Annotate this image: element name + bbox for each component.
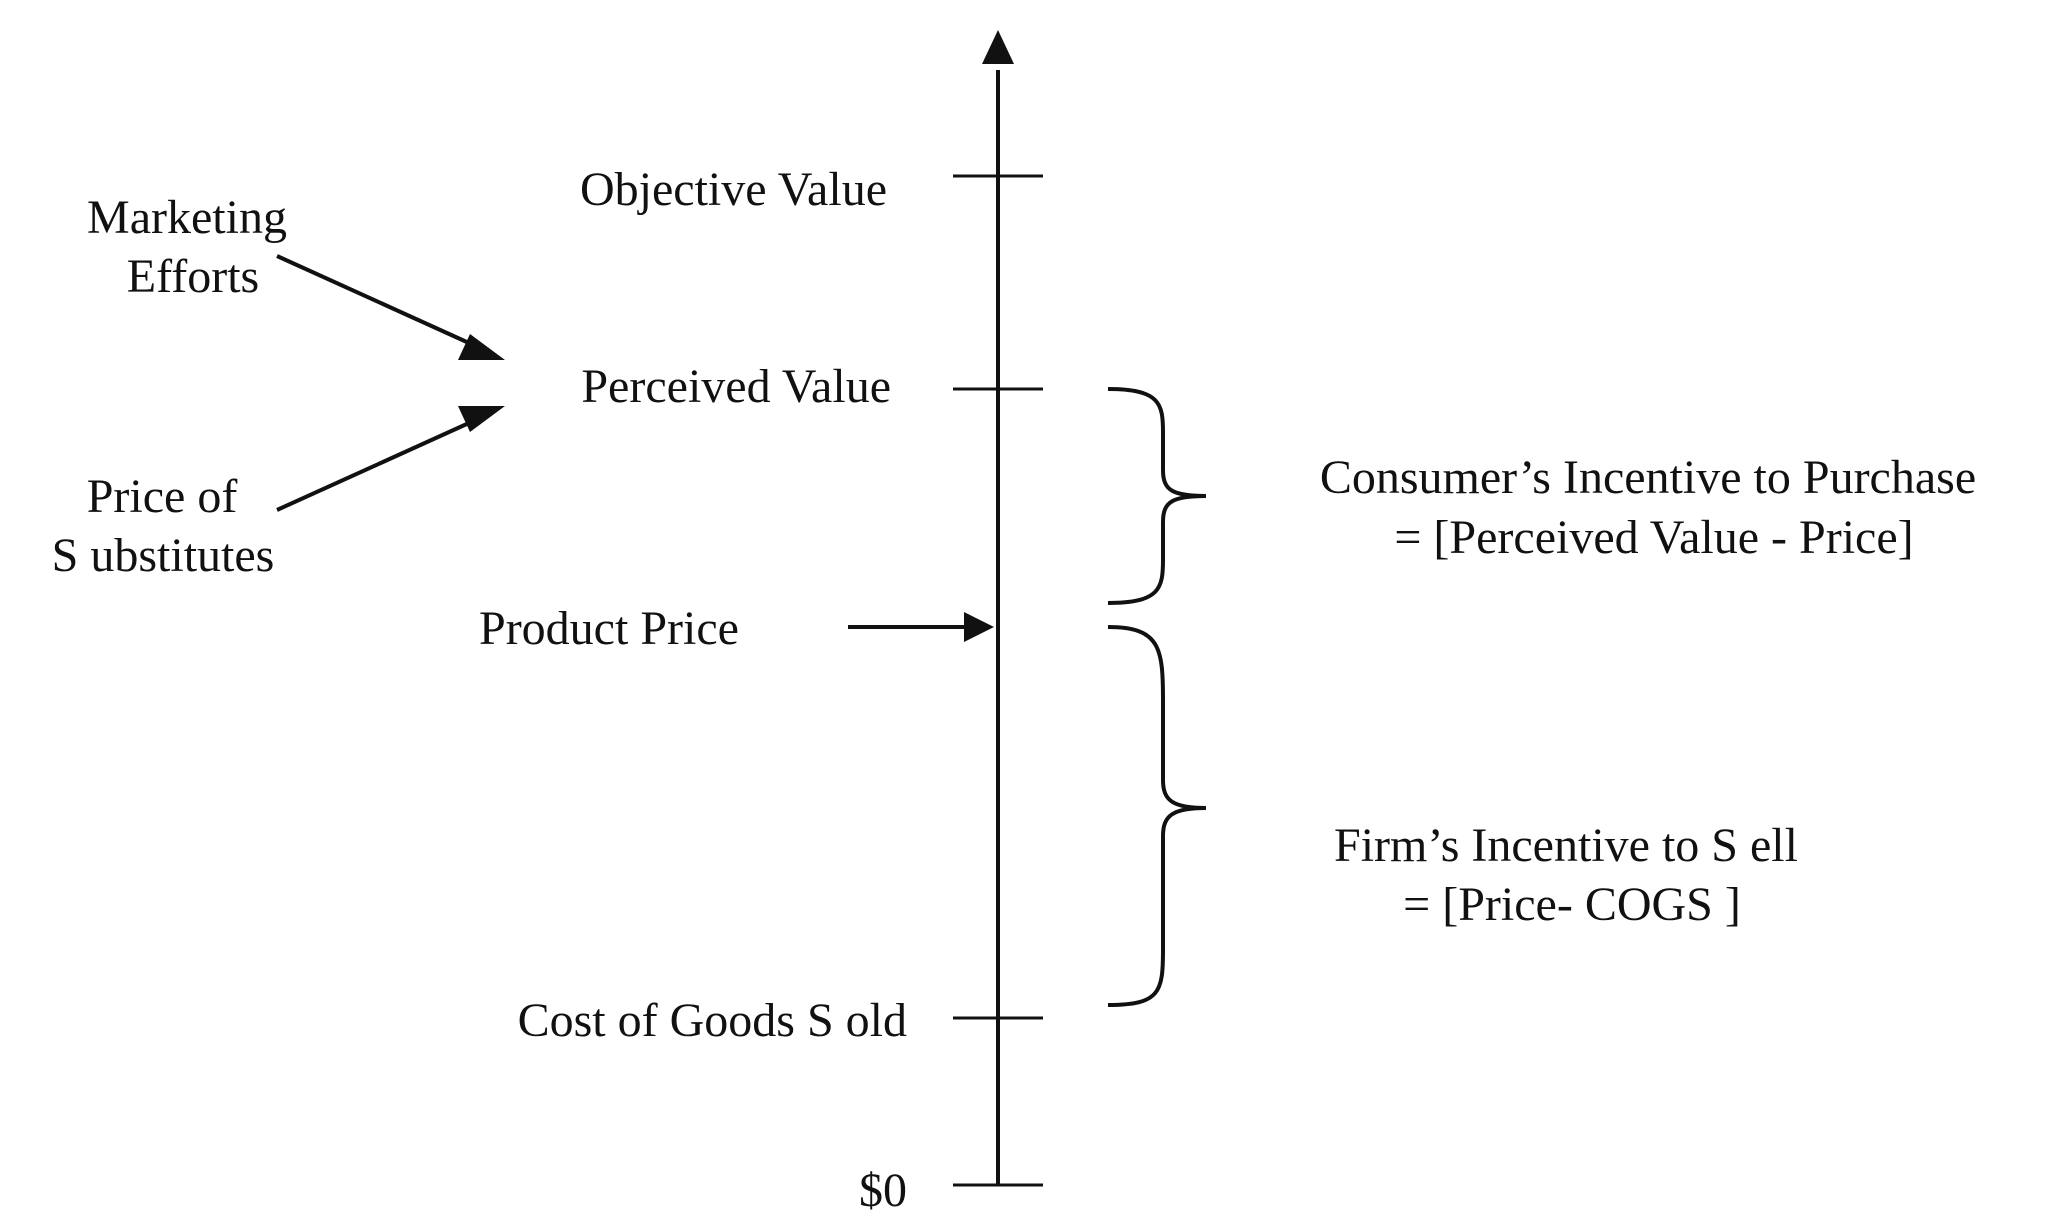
label-marketing-efforts-line-2: Efforts — [127, 250, 259, 303]
label-marketing-efforts: Marketing Efforts — [87, 191, 299, 303]
label-firm-incentive-line-1: Firm’s Incentive to S ell — [1334, 819, 1798, 872]
label-consumer-incentive-line-2: = [Perceived Value - Price] — [1394, 511, 1913, 564]
label-cogs: Cost of Goods S old — [518, 994, 907, 1047]
firm-incentive-brace — [1107, 625, 1207, 1007]
label-price-of-substitutes-line-2: S ubstitutes — [52, 529, 275, 582]
marketing-efforts-arrow — [276, 254, 481, 350]
label-firm-incentive-line-2: = [Price- COGS ] — [1403, 878, 1741, 931]
value-axis-arrow-icon — [982, 30, 1014, 64]
label-price-of-substitutes: Price of S ubstitutes — [52, 470, 275, 582]
price-of-substitutes-arrow-icon — [458, 406, 505, 432]
label-firm-incentive: Firm’s Incentive to S ell = [Price- COGS… — [1334, 819, 1810, 931]
consumer-incentive-brace — [1107, 387, 1207, 605]
marketing-efforts-arrow-icon — [458, 334, 505, 360]
label-objective-value: Objective Value — [580, 163, 887, 216]
label-zero: $0 — [859, 1164, 907, 1217]
label-product-price: Product Price — [479, 602, 739, 655]
label-perceived-value: Perceived Value — [581, 360, 891, 413]
price-of-substitutes-arrow — [276, 416, 481, 512]
label-consumer-incentive-line-1: Consumer’s Incentive to Purchase — [1320, 451, 1976, 504]
product-price-arrow-icon — [964, 612, 994, 642]
label-consumer-incentive: Consumer’s Incentive to Purchase = [Perc… — [1320, 451, 1988, 564]
label-price-of-substitutes-line-1: Price of — [87, 470, 238, 523]
label-marketing-efforts-line-1: Marketing — [87, 191, 287, 244]
